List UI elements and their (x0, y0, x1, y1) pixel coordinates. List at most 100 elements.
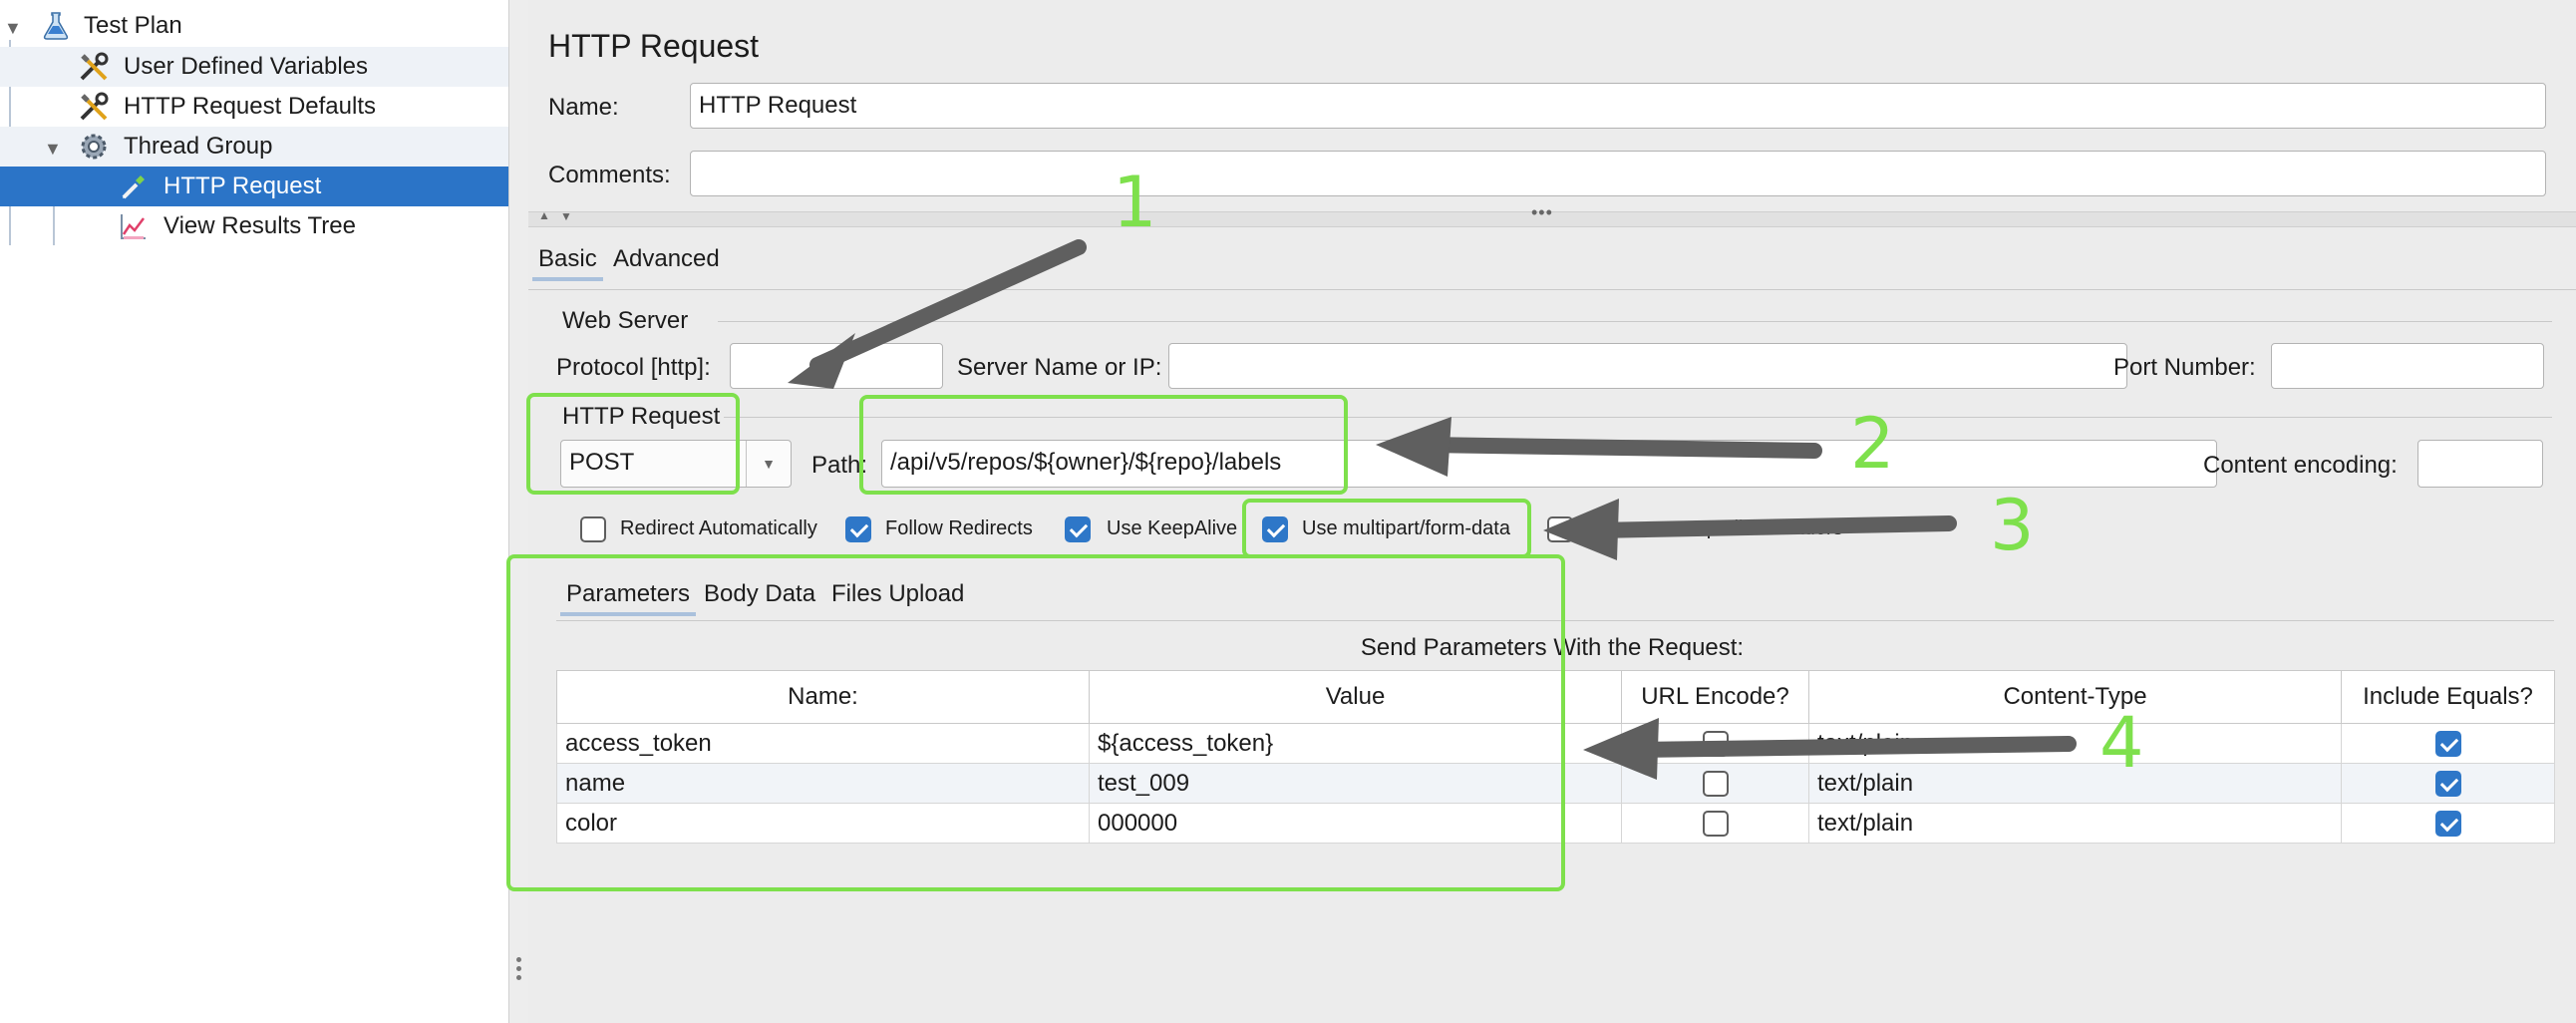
param-name-cell[interactable]: name (556, 763, 1090, 804)
divider (724, 417, 2552, 418)
tab-files-upload[interactable]: Files Upload (831, 580, 965, 607)
http-request-editor: HTTP Request Name: HTTP Request Comments… (528, 0, 2576, 1023)
protocol-label: Protocol [http]: (556, 354, 711, 381)
page-title: HTTP Request (548, 28, 760, 64)
name-label: Name: (548, 94, 619, 121)
browser-compatible-headers-label: Browser-compatible headers (1589, 517, 1843, 539)
tree-item-thread-group[interactable]: ▼ Thread Group (0, 127, 508, 167)
annotation-number: 3 (1990, 485, 2035, 566)
column-header-name[interactable]: Name: (556, 670, 1090, 724)
tree-item-http-request[interactable]: HTTP Request (0, 167, 508, 206)
drag-handle-icon[interactable]: ••• (1531, 202, 1553, 222)
divider (528, 289, 2576, 290)
protocol-field[interactable] (730, 343, 943, 389)
column-header-content-type[interactable]: Content-Type (1808, 670, 2342, 724)
http-request-section-label: HTTP Request (562, 403, 721, 430)
gear-icon (78, 131, 110, 163)
table-row[interactable]: name test_009 text/plain (556, 763, 2555, 804)
chevron-down-icon[interactable]: ▼ (4, 18, 22, 38)
port-number-field[interactable] (2271, 343, 2544, 389)
port-number-label: Port Number: (2113, 354, 2256, 381)
follow-redirects-label: Follow Redirects (885, 517, 1033, 539)
tab-basic[interactable]: Basic (532, 245, 603, 281)
wrench-icon (78, 51, 110, 83)
tree-item-label: HTTP Request (163, 172, 322, 199)
server-name-label: Server Name or IP: (957, 354, 1162, 381)
include-equals-checkbox[interactable] (2434, 811, 2461, 838)
collapse-down-icon[interactable]: ▼ (560, 209, 572, 223)
tree-item-test-plan[interactable]: ▼ Test Plan (0, 6, 508, 46)
use-keepalive-checkbox[interactable] (1065, 516, 1091, 542)
redirect-automatically-label: Redirect Automatically (620, 517, 817, 539)
url-encode-checkbox[interactable] (1702, 771, 1729, 798)
url-encode-cell[interactable] (1621, 803, 1809, 844)
server-name-field[interactable] (1168, 343, 2127, 389)
use-multipart-label: Use multipart/form-data (1302, 517, 1510, 539)
tree-item-label: View Results Tree (163, 212, 356, 239)
tree-item-label: Test Plan (84, 12, 182, 39)
tree-item-http-request-defaults[interactable]: HTTP Request Defaults (0, 87, 508, 127)
follow-redirects-checkbox[interactable] (845, 516, 871, 542)
method-select[interactable]: POST ▼ (560, 440, 792, 488)
chevron-down-icon[interactable]: ▼ (44, 139, 62, 159)
column-header-include-equals[interactable]: Include Equals? (2341, 670, 2555, 724)
include-equals-checkbox[interactable] (2434, 771, 2461, 798)
dropdown-arrow-icon[interactable]: ▼ (746, 441, 791, 487)
parameters-table: Name: Value URL Encode? Content-Type Inc… (556, 670, 2555, 844)
annotation-number: 4 (2099, 702, 2144, 784)
annotation-box-parameters (506, 554, 1565, 891)
include-equals-checkbox[interactable] (2434, 731, 2461, 758)
divider (556, 620, 2554, 621)
annotation-number: 1 (1113, 162, 1157, 243)
include-equals-cell[interactable] (2341, 723, 2555, 764)
tab-body-data[interactable]: Body Data (704, 580, 816, 607)
browser-compatible-headers-checkbox[interactable] (1547, 516, 1573, 542)
tab-parameters[interactable]: Parameters (559, 580, 697, 616)
comments-label: Comments: (548, 162, 671, 188)
chart-icon (118, 210, 150, 242)
content-type-cell[interactable]: text/plain (1808, 763, 2342, 804)
tab-advanced[interactable]: Advanced (613, 245, 720, 272)
name-field[interactable]: HTTP Request (690, 83, 2546, 129)
annotation-box-multipart (1242, 499, 1531, 558)
use-multipart-checkbox[interactable] (1262, 516, 1288, 542)
content-encoding-field[interactable] (2417, 440, 2543, 488)
table-row[interactable]: color 000000 text/plain (556, 803, 2555, 844)
content-encoding-label: Content encoding: (2203, 452, 2398, 479)
test-plan-tree: ▼ Test Plan User Defined Variables HTTP … (0, 0, 508, 1023)
flask-icon (40, 10, 72, 42)
param-name-cell[interactable]: color (556, 803, 1090, 844)
param-value-cell[interactable]: test_009 (1089, 763, 1622, 804)
content-type-cell[interactable]: text/plain (1808, 723, 2342, 764)
comments-field[interactable] (690, 151, 2546, 196)
column-header-url-encode[interactable]: URL Encode? (1621, 670, 1809, 724)
web-server-section-label: Web Server (562, 307, 689, 334)
param-value-cell[interactable]: 000000 (1089, 803, 1622, 844)
send-parameters-label: Send Parameters With the Request: (1360, 634, 1745, 661)
url-encode-checkbox[interactable] (1702, 731, 1729, 758)
column-header-value[interactable]: Value (1089, 670, 1622, 724)
url-encode-cell[interactable] (1621, 763, 1809, 804)
content-type-cell[interactable]: text/plain (1808, 803, 2342, 844)
drag-handle-icon[interactable] (516, 957, 522, 984)
url-encode-cell[interactable] (1621, 723, 1809, 764)
tree-item-view-results-tree[interactable]: View Results Tree (0, 206, 508, 246)
redirect-automatically-checkbox[interactable] (580, 516, 606, 542)
include-equals-cell[interactable] (2341, 763, 2555, 804)
method-value: POST (569, 449, 635, 476)
annotation-box-method (526, 393, 740, 495)
tree-item-label: User Defined Variables (124, 53, 369, 80)
divider (718, 321, 2552, 322)
tree-item-label: Thread Group (124, 133, 273, 160)
url-encode-checkbox[interactable] (1702, 811, 1729, 838)
tree-item-user-defined-variables[interactable]: User Defined Variables (0, 47, 508, 87)
section-collapse-bar[interactable]: ▲ ▼ ••• (528, 202, 2576, 227)
annotation-number: 2 (1850, 403, 1895, 485)
param-value-cell[interactable]: ${access_token} (1089, 723, 1622, 764)
annotation-box-path (859, 395, 1348, 495)
collapse-up-icon[interactable]: ▲ (538, 208, 550, 222)
use-keepalive-label: Use KeepAlive (1107, 517, 1238, 539)
tree-item-label: HTTP Request Defaults (124, 93, 376, 120)
path-label: Path: (811, 452, 868, 479)
include-equals-cell[interactable] (2341, 803, 2555, 844)
